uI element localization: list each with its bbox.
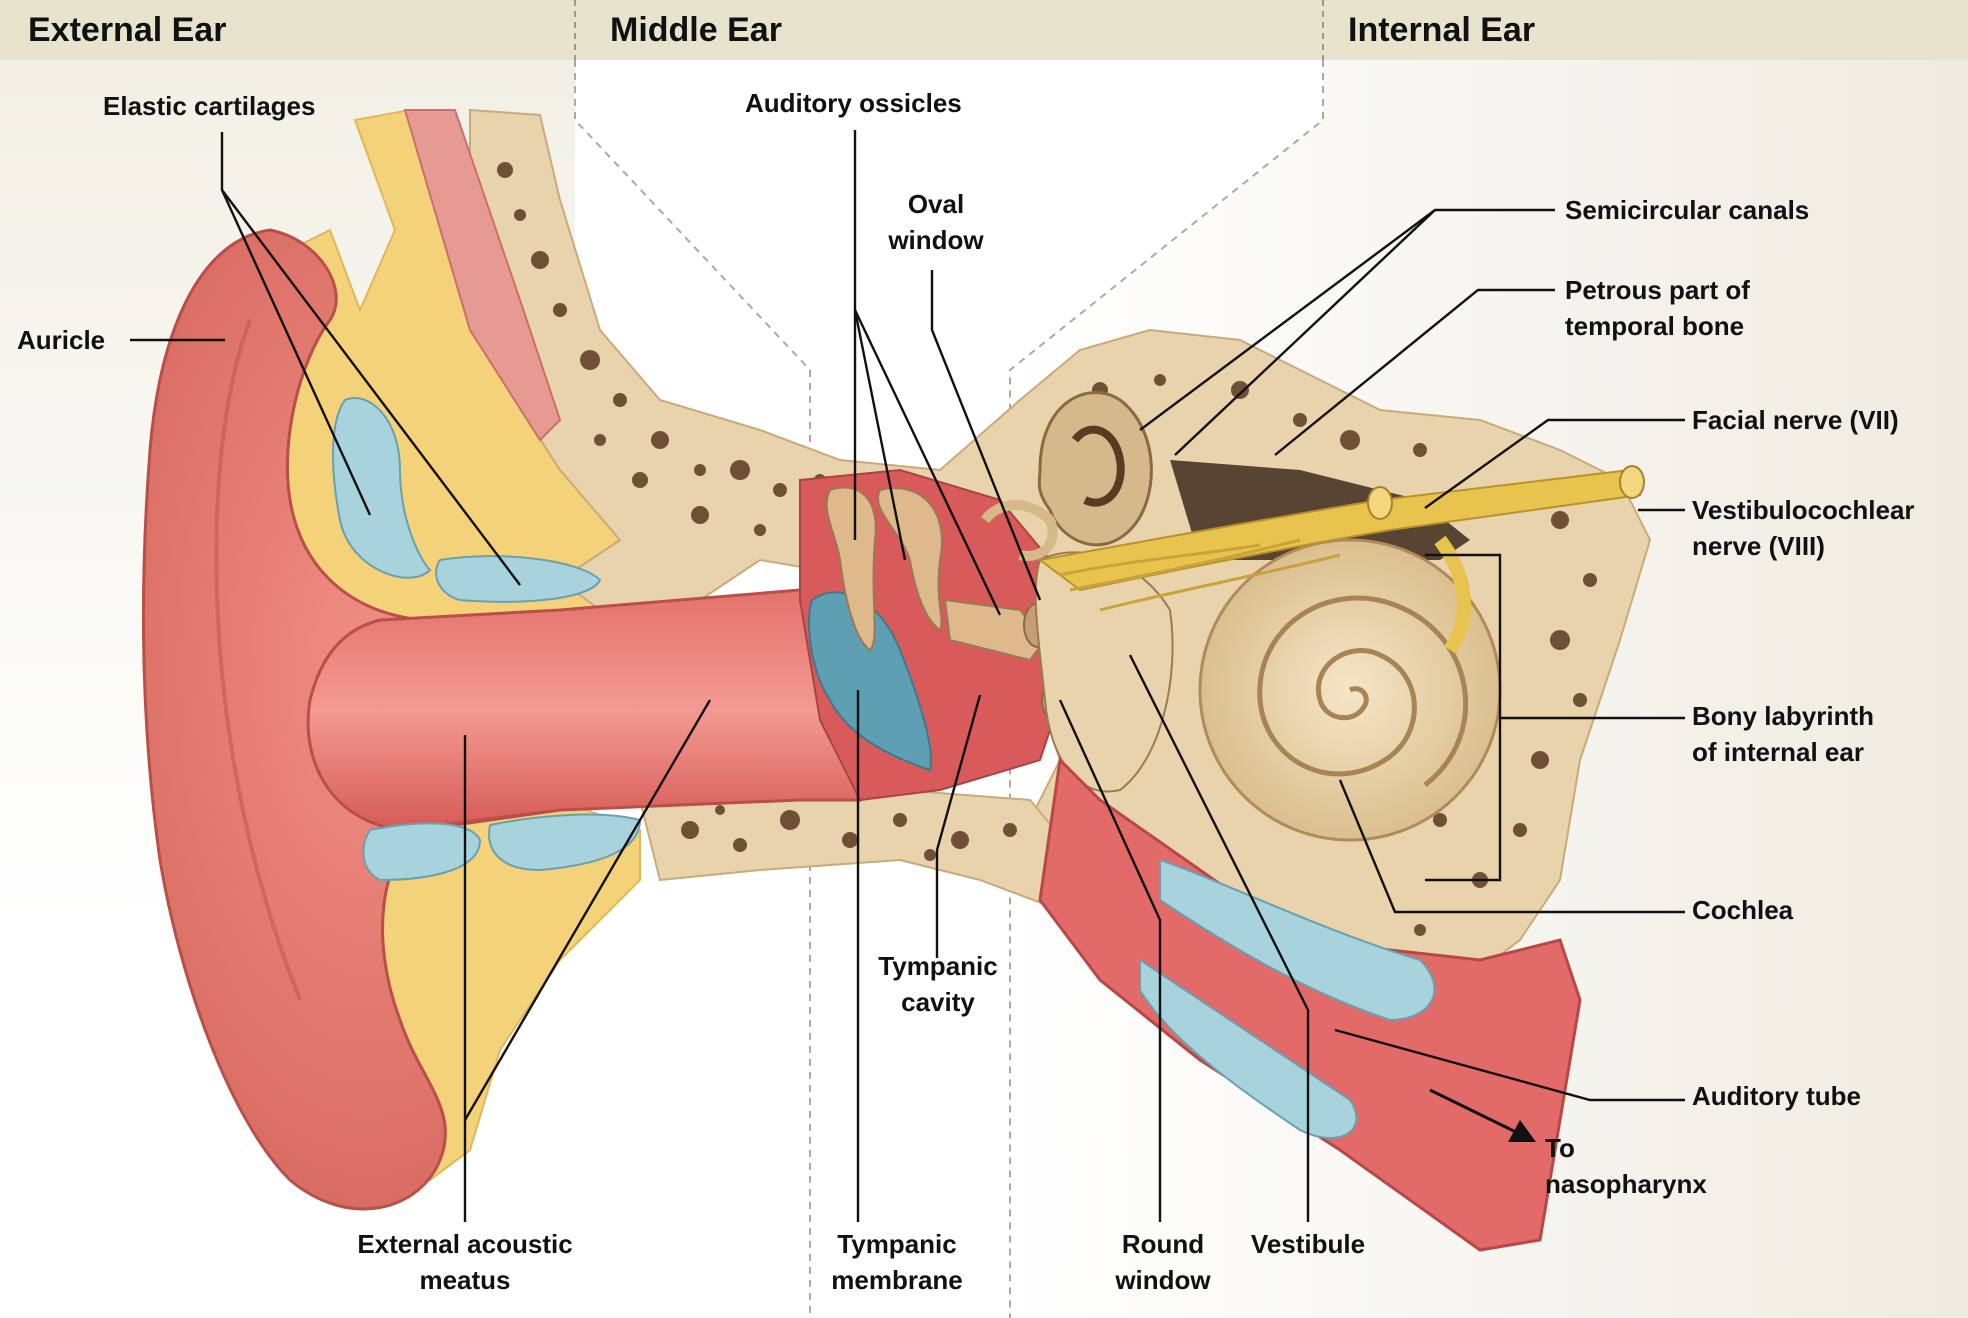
label-vestibulocochlear-line1: Vestibulocochlear xyxy=(1692,495,1915,525)
tube-cartilage xyxy=(1159,858,1436,1022)
divider-right xyxy=(1009,60,1324,1318)
label-auricle: Auricle xyxy=(17,325,106,355)
label-auditory-tube: Auditory tube xyxy=(1692,1081,1861,1111)
section-header-internal-ear: Internal Ear xyxy=(1348,11,1536,49)
label-bony-labyrinth-line1: Bony labyrinth xyxy=(1692,701,1875,731)
label-vestibulocochlear-line2: nerve (VIII) xyxy=(1692,531,1825,561)
label-vestibule: Vestibule xyxy=(1250,1229,1366,1259)
elastic-cartilage-3 xyxy=(362,822,482,882)
tube-cartilage-2 xyxy=(1139,958,1358,1140)
header-band xyxy=(0,0,1968,60)
label-elastic-cartilages: Elastic cartilages xyxy=(103,91,316,121)
label-tympanic-membrane-line2: membrane xyxy=(831,1265,963,1295)
vestibulocochlear-nerve-cut xyxy=(1619,465,1645,499)
nerve-branch-cochlear xyxy=(1434,535,1471,654)
semicircular-canals-shape xyxy=(1037,391,1153,547)
leader-lines xyxy=(130,130,1685,1222)
label-bony-labyrinth-line2: of internal ear xyxy=(1692,737,1864,767)
label-to-nasopharynx-line2: nasopharynx xyxy=(1545,1169,1707,1199)
label-cochlea: Cochlea xyxy=(1692,895,1794,925)
label-oval-window-line1: Oval xyxy=(907,189,965,219)
semicircular-canal-lateral xyxy=(981,500,1058,561)
label-semicircular-canals: Semicircular canals xyxy=(1565,195,1810,225)
label-external-meatus-line1: External acoustic xyxy=(357,1229,573,1259)
ossicle-stapes xyxy=(943,598,1047,662)
label-tympanic-membrane-line1: Tympanic xyxy=(837,1229,957,1259)
nasopharynx-arrowhead xyxy=(1508,1120,1536,1142)
label-round-window-line1: Round xyxy=(1121,1229,1205,1259)
label-petrous-line1: Petrous part of xyxy=(1565,275,1750,305)
external-canal xyxy=(306,588,862,832)
nasopharynx-arrow xyxy=(1429,1088,1523,1137)
section-header-external-ear: External Ear xyxy=(28,11,227,49)
ossicle-incus xyxy=(877,487,943,632)
auricle-inner-fold xyxy=(214,319,302,1001)
label-facial-nerve: Facial nerve (VII) xyxy=(1692,405,1899,435)
elastic-cartilage-2 xyxy=(435,555,602,603)
label-round-window-line2: window xyxy=(1115,1265,1211,1295)
label-petrous-line2: temporal bone xyxy=(1565,311,1745,341)
bone-pits xyxy=(497,162,1597,936)
label-auditory-ossicles: Auditory ossicles xyxy=(745,88,962,118)
ossicle-malleus xyxy=(825,486,877,652)
nerve-fibers xyxy=(1059,538,1341,612)
tympanic-membrane-shape xyxy=(808,591,932,772)
cochlea-spiral xyxy=(1257,595,1469,787)
label-external-meatus-line2: meatus xyxy=(419,1265,511,1295)
label-to-nasopharynx-line1: To xyxy=(1545,1133,1575,1163)
section-header-middle-ear: Middle Ear xyxy=(610,11,782,49)
muscle-upper xyxy=(403,109,562,442)
elastic-cartilage-1 xyxy=(332,397,432,579)
label-tympanic-cavity-line2: cavity xyxy=(901,987,975,1017)
label-tympanic-cavity-line1: Tympanic xyxy=(878,951,998,981)
semicircular-canal-inner xyxy=(1071,425,1125,507)
facial-nerve-cut xyxy=(1367,486,1393,520)
label-oval-window-line2: window xyxy=(888,225,984,255)
